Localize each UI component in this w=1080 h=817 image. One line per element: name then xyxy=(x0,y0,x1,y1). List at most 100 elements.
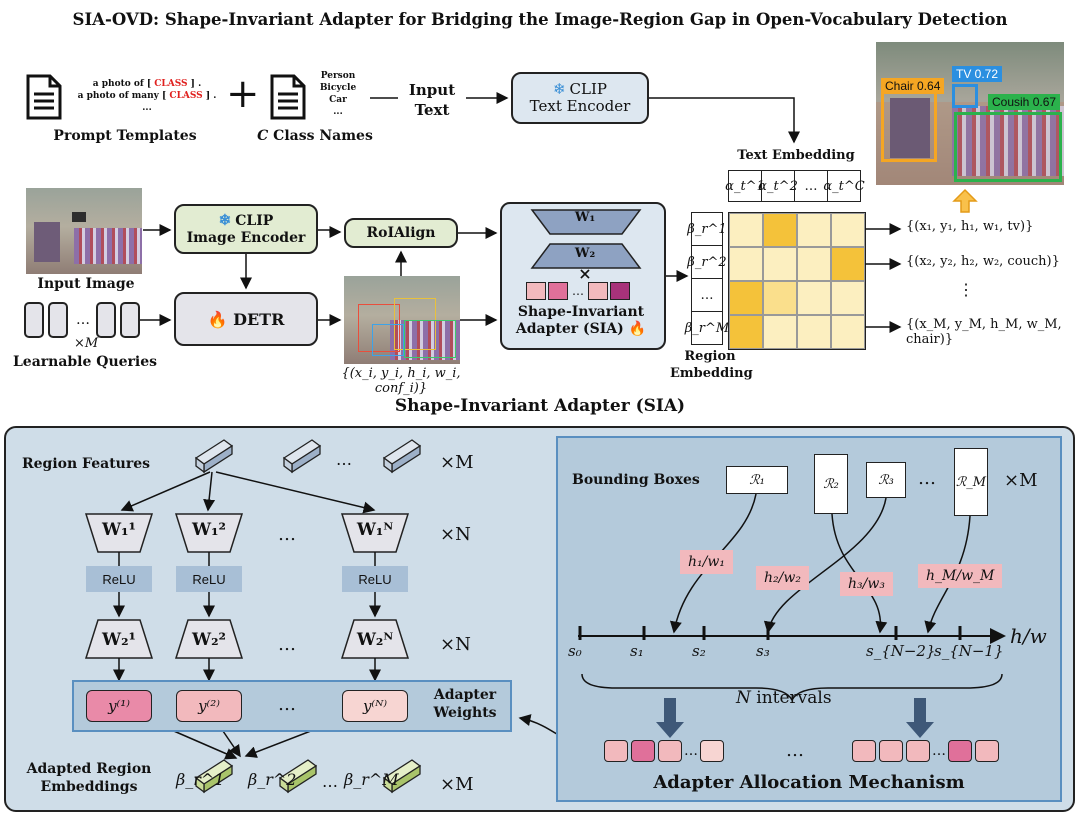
output-tuple: {(x₂, y₂, h₂, w₂, couch)} xyxy=(906,254,1060,269)
adapter-weight-y1: y⁽¹⁾ xyxy=(86,690,152,722)
adapted-times-m: ×M xyxy=(440,774,474,795)
w1-label: W₁² xyxy=(192,520,226,540)
axis-tick: s_{N−1} xyxy=(934,642,1004,660)
intervals-label: N intervals xyxy=(736,688,832,708)
detection-crop-image xyxy=(344,276,460,364)
w2-times-n: ×N xyxy=(440,634,471,655)
w1-label: W₁¹ xyxy=(102,520,136,540)
bbox-rm: ℛ_M xyxy=(954,448,988,516)
axis-tick: s₁ xyxy=(630,642,644,660)
lower-left-graphics xyxy=(84,439,556,793)
plus-sign: + xyxy=(226,71,260,117)
axis-tick: s₀ xyxy=(568,642,582,660)
detection-label-chair: Chair 0.64 xyxy=(881,78,945,94)
roialign-box: RoIAlign xyxy=(344,218,458,248)
snowflake-icon: ❄ xyxy=(218,210,232,229)
w1-label: W₁ᴺ xyxy=(356,520,394,540)
figure-title: SIA-OVD: Shape-Invariant Adapter for Bri… xyxy=(72,10,1008,29)
input-image-label: Input Image xyxy=(37,276,135,292)
document-icon xyxy=(24,72,66,126)
region-embedding-cell: β_r^M xyxy=(685,311,729,345)
detr-box: 🔥 DETR xyxy=(174,292,318,346)
flame-icon: 🔥 xyxy=(207,309,228,329)
ratio-tag: h₃/w₃ xyxy=(840,572,893,596)
bbox-r3: ℛ₃ xyxy=(866,462,906,498)
sia-module: W₁ W₂ × … Shape-Invariant Adapter (SIA) … xyxy=(500,202,666,350)
allocation-group-1: … xyxy=(604,740,724,762)
output-vertical-ellipsis: ⋮ xyxy=(958,280,974,299)
w2-label: W₂² xyxy=(192,630,226,650)
snowflake-icon: ❄ xyxy=(552,80,566,98)
adapter-weights-strip xyxy=(72,680,512,732)
learnable-queries: … xyxy=(24,302,140,338)
detection-tuple: {(x_i, y_i, h_i, w_i, conf_i)} xyxy=(341,366,461,396)
w1-times-n: ×N xyxy=(440,524,471,545)
region-embedding-column: β_r^1 β_r^2 … β_r^M xyxy=(685,212,729,345)
text-embedding-cell: α_t^C xyxy=(823,170,865,202)
prompt-templates-label: Prompt Templates xyxy=(53,128,197,144)
adapted-dots: … xyxy=(322,772,338,791)
w1-label: W₁ xyxy=(574,210,596,225)
axis-tick: s₃ xyxy=(756,642,770,660)
input-image xyxy=(26,188,142,274)
flame-icon: 🔥 xyxy=(628,321,647,337)
text-embedding-row: α_t^1 α_t^2 … α_t^C xyxy=(725,170,865,202)
bbox-r1: ℛ₁ xyxy=(726,466,788,494)
adapted-beta-m: β_r^M xyxy=(344,770,399,789)
adapter-weight-yn: y⁽ᴺ⁾ xyxy=(342,690,408,722)
axis-tick: s₂ xyxy=(692,642,706,660)
top-connectors xyxy=(140,92,902,333)
bbox-times-m: ×M xyxy=(1004,470,1038,491)
relu-box: ReLU xyxy=(176,566,242,592)
times-symbol: × xyxy=(578,264,592,283)
text-embedding-label: Text Embedding xyxy=(737,148,855,163)
bounding-boxes-label: Bounding Boxes xyxy=(572,472,700,488)
output-tuple: {(x₁, y₁, h₁, w₁, tv)} xyxy=(906,219,1034,234)
allocation-mechanism-label: Adapter Allocation Mechanism xyxy=(653,772,965,793)
bbox-dots: … xyxy=(918,468,936,489)
adapted-beta-2: β_r^2 xyxy=(248,770,297,789)
axis-tick: s_{N−2} xyxy=(866,642,936,660)
ratio-tag: h₁/w₁ xyxy=(680,550,733,574)
adapter-weight-bars: … xyxy=(526,282,630,300)
detection-box-tv xyxy=(952,84,978,108)
axis-label: h/w xyxy=(1010,624,1047,648)
ratio-tag: h_M/w_M xyxy=(918,564,1003,588)
w2-label: W₂ xyxy=(574,246,596,261)
queries-times-m: ×M xyxy=(74,336,99,351)
similarity-matrix xyxy=(728,212,866,350)
adapter-weight-y2: y⁽²⁾ xyxy=(176,690,242,722)
allocation-group-2: … xyxy=(852,740,999,762)
sia-section-heading: Shape-Invariant Adapter (SIA) xyxy=(394,396,686,416)
region-features-dots: … xyxy=(336,450,352,469)
detection-box-couch xyxy=(954,112,1062,182)
w2-label: W₂¹ xyxy=(102,630,136,650)
detection-result-image: Chair 0.64 TV 0.72 Cousih 0.67 xyxy=(876,42,1064,185)
allocation-dots: … xyxy=(786,740,804,761)
detection-label-tv: TV 0.72 xyxy=(952,66,1003,82)
w1-dots: … xyxy=(278,524,296,545)
w2-dots: … xyxy=(278,634,296,655)
ratio-tag: h₂/w₂ xyxy=(756,566,809,590)
w2-label: W₂ᴺ xyxy=(356,630,394,650)
learnable-queries-label: Learnable Queries xyxy=(12,354,158,370)
prompt-templates: a photo of [ CLASS ] . a photo of many [… xyxy=(77,79,217,113)
detection-label-couch: Cousih 0.67 xyxy=(988,94,1061,110)
adapted-beta-1: β_r^1 xyxy=(176,770,225,789)
relu-box: ReLU xyxy=(86,566,152,592)
relu-box: ReLU xyxy=(342,566,408,592)
bbox-r2: ℛ₂ xyxy=(814,454,848,514)
region-features-times: ×M xyxy=(440,452,474,473)
region-features-label: Region Features xyxy=(22,456,151,472)
class-names-list: Person Bicycle Car ... xyxy=(319,71,357,117)
document-icon xyxy=(268,72,310,126)
y-dots: … xyxy=(278,694,296,715)
class-names-label: C Class Names xyxy=(257,128,373,144)
up-arrow-icon xyxy=(952,188,978,218)
